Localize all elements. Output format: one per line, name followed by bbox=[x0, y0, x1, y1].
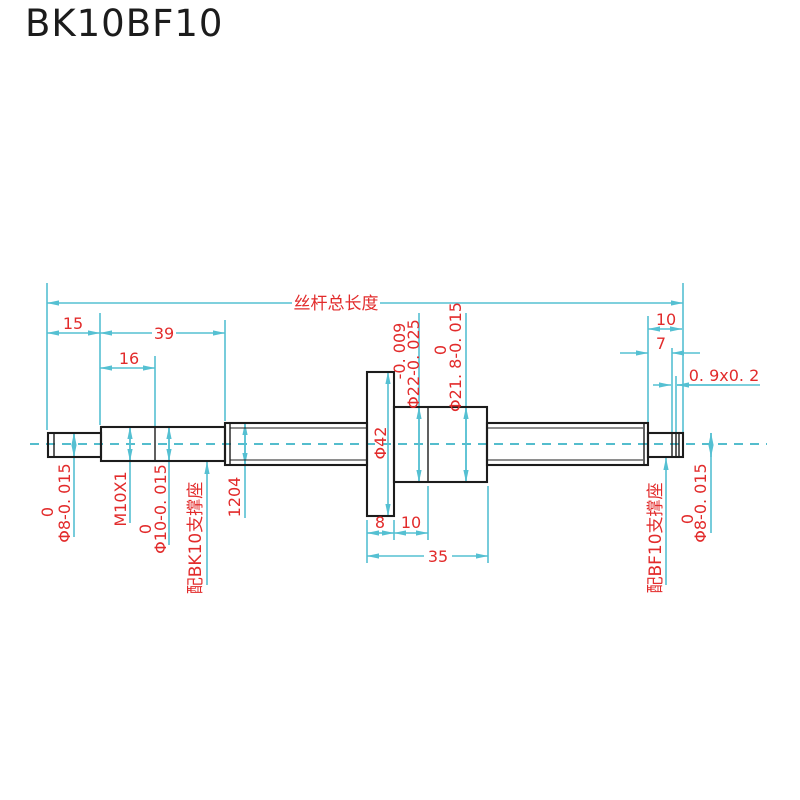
shaft-outline bbox=[46, 370, 685, 518]
dia218-label: Φ21. 8-0. 015 bbox=[446, 302, 465, 412]
dia10-label: Φ10-0. 015 bbox=[151, 464, 170, 554]
dimension-labels: 丝杆总长度 15 39 16 0 Φ8-0. 015 M10X1 0 Φ10-0… bbox=[38, 294, 759, 594]
dia8-left-upper-tolerance-label: 0 bbox=[38, 507, 57, 517]
dia22-label: Φ22-0. 025 bbox=[404, 319, 423, 409]
flange-width-label: 8 bbox=[375, 513, 385, 532]
dia8-right-label: Φ8-0. 015 bbox=[691, 463, 710, 542]
dim-39-label: 39 bbox=[154, 324, 174, 343]
dia10-upper-tolerance-label: 0 bbox=[136, 524, 155, 534]
groove-label: 0. 9x0. 2 bbox=[689, 366, 760, 385]
dia218-upper-tolerance-label: 0 bbox=[431, 345, 450, 355]
drawing-title: BK10BF10 bbox=[25, 2, 224, 45]
bf10-support-note: 配BF10支撑座 bbox=[646, 482, 666, 593]
end-length-10-label: 10 bbox=[656, 310, 676, 329]
dia8-right-upper-tolerance-label: 0 bbox=[678, 514, 697, 524]
thread-spec-label: M10X1 bbox=[111, 471, 130, 526]
dim-35-label: 35 bbox=[428, 547, 448, 566]
dia8-left-label: Φ8-0. 015 bbox=[55, 463, 74, 542]
dia22-upper-tolerance-label: -0. 009 bbox=[390, 323, 409, 380]
total-length-label: 丝杆总长度 bbox=[294, 294, 379, 314]
end-length-7-label: 7 bbox=[656, 334, 666, 353]
journal-width-label: 10 bbox=[401, 513, 421, 532]
screw-spec-label: 1204 bbox=[225, 477, 244, 518]
bk10-support-note: 配BK10支撑座 bbox=[186, 482, 206, 594]
flange-diameter-label: Φ42 bbox=[371, 427, 390, 460]
dim-16-label: 16 bbox=[119, 349, 139, 368]
dim-15-label: 15 bbox=[63, 314, 83, 333]
dimension-lines bbox=[46, 300, 730, 585]
